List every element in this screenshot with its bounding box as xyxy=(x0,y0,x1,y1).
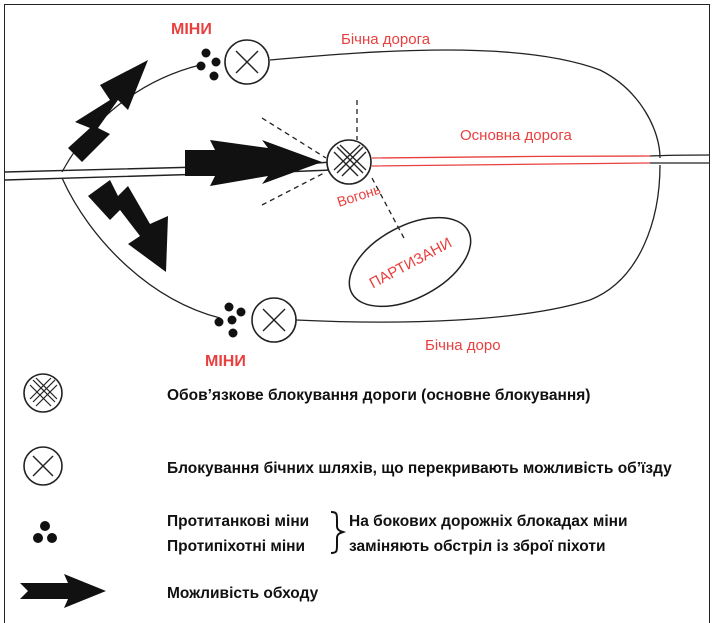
mines-top-label: МІНИ xyxy=(171,21,212,38)
legend-side-block-icon xyxy=(23,446,63,486)
main-road-label: Основна дорога xyxy=(460,127,572,144)
partisans-group: ПАРТИЗАНИ xyxy=(348,216,472,308)
top-side-block xyxy=(224,39,270,85)
side-roads xyxy=(61,49,661,323)
legend-main-block-text: Обов’язкове блокування дороги (основне б… xyxy=(167,387,590,404)
legend-mines-icon xyxy=(33,521,57,543)
legend-mines-note-line2: заміняють обстріл із зброї піхоти xyxy=(349,538,605,555)
mines-bottom-label: МІНИ xyxy=(205,353,246,370)
legend-antipersonnel-mines-text: Протипіхотні міни xyxy=(167,538,305,555)
legend-bypass-text: Можливість обходу xyxy=(167,585,319,602)
top-mines xyxy=(196,48,221,81)
bypass-arrows xyxy=(68,60,322,272)
legend-brace xyxy=(330,511,347,554)
legend-mines-note-line1: На бокових дорожніх блокадах міни xyxy=(349,513,628,530)
fire-lines xyxy=(261,100,406,241)
fire-label: Вогонь xyxy=(335,181,382,210)
legend-bypass-arrow-icon xyxy=(20,574,106,608)
legend-main-block-icon xyxy=(23,373,63,413)
bottom-side-block xyxy=(251,297,297,343)
partisans-label: ПАРТИЗАНИ xyxy=(367,235,455,293)
legend-antitank-mines-text: Протитанкові міни xyxy=(167,513,309,530)
side-road-top-label: Бічна дорога xyxy=(341,31,431,48)
side-road-bottom-label: Бічна доро xyxy=(425,337,501,354)
main-block-symbol xyxy=(326,139,372,185)
bottom-mines xyxy=(214,302,246,338)
diagram-frame xyxy=(4,4,710,623)
legend-side-block-text: Блокування бічних шляхів, що перекривают… xyxy=(167,460,672,477)
